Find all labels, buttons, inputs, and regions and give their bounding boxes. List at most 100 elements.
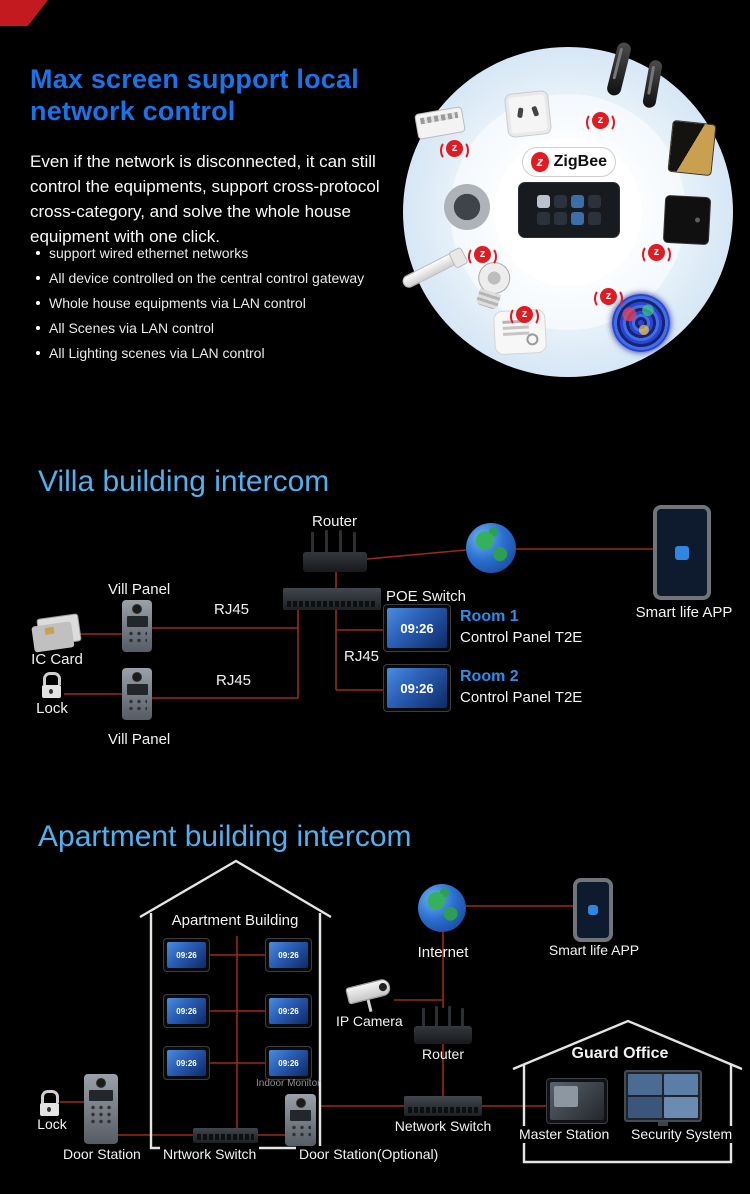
indoor-monitor: 09:26 — [163, 1046, 210, 1080]
panel-tile — [588, 212, 601, 225]
indoor-monitor-label: Indoor Monitor — [256, 1078, 321, 1089]
camera-lens-icon — [295, 1098, 306, 1108]
smart-socket-icon — [503, 89, 553, 139]
lock-icon — [42, 672, 62, 698]
master-station-screen — [550, 1082, 604, 1120]
master-station-label: Master Station — [516, 1126, 613, 1143]
vill-panel-label-bottom: Vill Panel — [108, 731, 171, 748]
panel-tile — [537, 212, 550, 225]
internet-globe-icon — [466, 523, 516, 573]
feature-item: All Scenes via LAN control — [34, 320, 434, 336]
antenna — [353, 532, 356, 554]
lock-shackle — [41, 1090, 59, 1103]
security-monitor — [624, 1070, 702, 1122]
intro-paragraph: Even if the network is disconnected, it … — [30, 152, 380, 247]
smartphone-icon — [573, 878, 613, 942]
monitor-clock: 09:26 — [269, 1050, 308, 1076]
room2-name: Room 2 — [460, 668, 519, 685]
camera-feed-tile — [664, 1097, 698, 1118]
zigbee-badge: z ZigBee — [522, 147, 616, 177]
panel-keypad — [289, 1124, 312, 1138]
monitor-clock: 09:26 — [269, 942, 308, 968]
antenna — [339, 530, 342, 554]
control-panel-t2e-room2: 09:26 — [383, 664, 451, 712]
network-switch-label: Network Switch — [394, 1118, 492, 1134]
indoor-monitor: 09:26 — [265, 1046, 312, 1080]
panel-tile — [554, 212, 567, 225]
apartment-building-label: Apartment Building — [171, 912, 299, 929]
router-icon — [303, 530, 367, 572]
villa-section-title: Villa building intercom — [38, 464, 330, 498]
panel-display — [89, 1090, 113, 1101]
control-panel-device — [518, 182, 620, 238]
page-title: Max screen support local network control — [30, 64, 359, 126]
lock-label: Lock — [37, 1116, 67, 1132]
panel-clock: 09:26 — [387, 668, 447, 708]
panel-display — [289, 1110, 312, 1121]
zigbee-signal-icon: z — [586, 112, 615, 132]
zigbee-signal-icon: z — [440, 140, 469, 160]
room1-caption: Room 1 Control Panel T2E — [460, 608, 582, 646]
door-station-optional-device — [285, 1094, 316, 1146]
vill-panel-device-bottom — [122, 668, 152, 720]
internet-label: Internet — [417, 944, 469, 961]
zigbee-signal-icon: z — [594, 288, 623, 308]
phone-screen — [577, 882, 609, 938]
panel-keypad — [126, 630, 148, 646]
panel-tile — [554, 195, 567, 208]
lock-body — [40, 1103, 59, 1116]
inner-switch-label: Nrtwork Switch — [160, 1146, 260, 1163]
lock-shackle — [43, 672, 61, 685]
feature-item: All device controlled on the central con… — [34, 270, 434, 286]
internet-globe-icon — [418, 884, 466, 932]
feature-item: support wired ethernet networks — [34, 245, 434, 261]
panel-keypad — [89, 1104, 113, 1126]
indoor-monitor: 09:26 — [265, 938, 312, 972]
security-system-device — [624, 1070, 702, 1133]
indoor-monitor: 09:26 — [163, 938, 210, 972]
router-body — [414, 1026, 472, 1044]
antenna — [311, 532, 314, 554]
vill-panel-label-top: Vill Panel — [108, 581, 171, 598]
security-system-label: Security System — [628, 1126, 736, 1143]
router-icon — [414, 1006, 472, 1044]
camera-feed-tile — [628, 1097, 662, 1118]
ic-card-icon — [36, 613, 82, 647]
wall-panel-icon — [667, 119, 717, 177]
control-panel-t2e-room1: 09:26 — [383, 604, 451, 652]
router-body — [303, 552, 367, 572]
zigbee-badge-label: ZigBee — [553, 153, 607, 170]
antenna — [448, 1006, 451, 1028]
smart-app-label: Smart life APP — [635, 604, 733, 621]
lock-icon — [40, 1090, 60, 1116]
smart-life-app-icon — [675, 545, 689, 560]
phone-screen — [657, 509, 707, 596]
apartment-section-title: Apartment building intercom — [38, 819, 412, 853]
camera-lens-icon — [96, 1078, 106, 1088]
vill-panel-device-top — [122, 600, 152, 652]
panel-display — [126, 616, 148, 627]
ip-camera-label: IP Camera — [336, 1013, 403, 1029]
monitor-clock: 09:26 — [269, 998, 308, 1024]
zigbee-ecosystem-diagram: z ZigBee z z z z z z — [400, 41, 734, 378]
room2-caption: Room 2 Control Panel T2E — [460, 668, 582, 706]
panel-clock: 09:26 — [387, 608, 447, 648]
indoor-monitor: 09:26 — [163, 994, 210, 1028]
router-label: Router — [312, 513, 358, 530]
antenna — [325, 530, 328, 554]
camera-feed-tile — [664, 1074, 698, 1095]
door-station-optional-label: Door Station(Optional) — [296, 1146, 442, 1163]
door-station-device — [84, 1074, 118, 1144]
camera-lens-icon — [132, 672, 142, 682]
camera-lens-icon — [132, 604, 142, 614]
master-station-device — [546, 1078, 608, 1124]
poe-switch-icon — [283, 588, 381, 610]
rj45-label-mid: RJ45 — [344, 648, 380, 665]
router-label: Router — [421, 1046, 465, 1062]
downlight-icon — [444, 184, 490, 230]
indoor-monitor: 09:26 — [265, 994, 312, 1028]
panel-keypad — [126, 698, 148, 714]
camera-mount — [366, 999, 373, 1013]
